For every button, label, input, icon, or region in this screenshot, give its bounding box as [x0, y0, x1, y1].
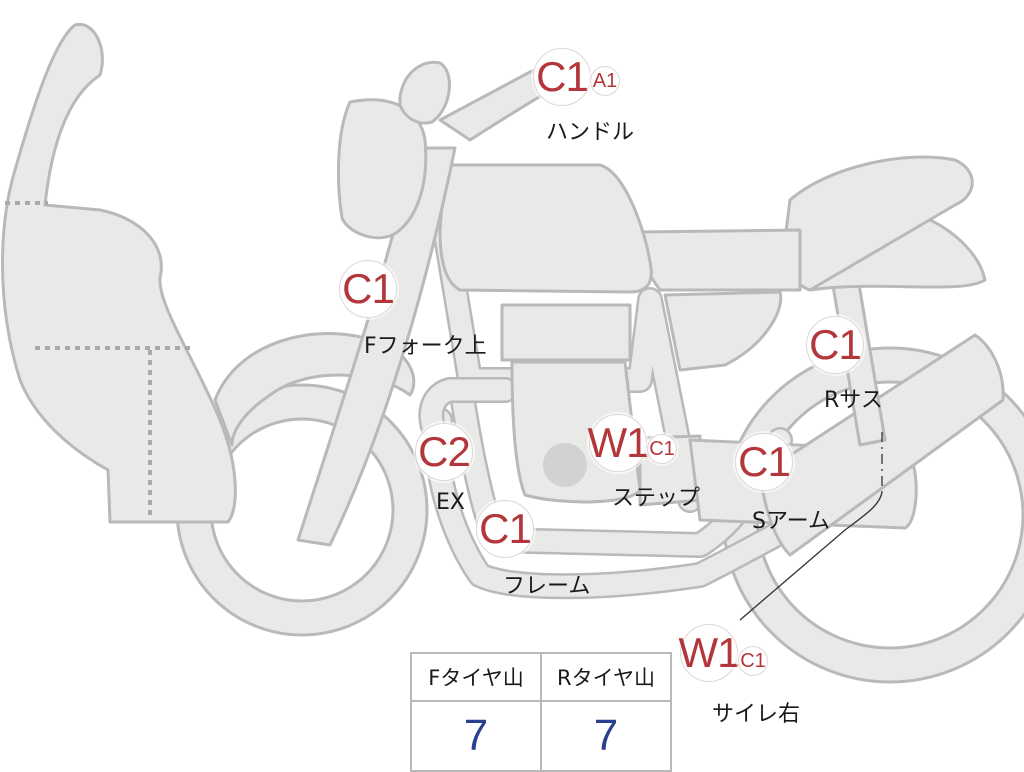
muffler — [758, 333, 1005, 557]
silencer-leader — [739, 491, 883, 621]
rsus-code-c1: C1 — [806, 316, 864, 374]
ex-label: EX — [436, 490, 465, 515]
engine-cover — [543, 443, 587, 487]
handle-code-c1: C1 — [533, 48, 591, 106]
handle-code-a1: A1 — [590, 66, 620, 96]
rear-tire-header: Rタイヤ山 — [540, 652, 672, 702]
seat-front — [638, 228, 802, 292]
sarm-label: Sアーム — [752, 509, 830, 534]
fuel-tank — [438, 163, 653, 294]
ex-code-c2: C2 — [415, 423, 473, 481]
silencer-code-w1: W1 — [679, 624, 741, 682]
front-tire-value: 7 — [410, 700, 542, 772]
ffork-code-c1: C1 — [339, 260, 397, 318]
rsus-label: Rサス — [824, 388, 883, 413]
silencer-code-c1: C1 — [738, 646, 768, 676]
frame-code-c1: C1 — [476, 500, 534, 558]
front-tire-header: Fタイヤ山 — [410, 652, 542, 702]
sarm-code-c1: C1 — [735, 433, 793, 491]
frame-label: フレーム — [503, 574, 591, 599]
silencer-label: サイレ右 — [712, 702, 801, 727]
ffork-label: Fフォーク上 — [364, 334, 487, 359]
fairing — [1, 23, 237, 524]
step-code-w1: W1 — [588, 414, 650, 472]
rear-cowl — [798, 218, 987, 292]
tire-tread-value-row: 7 7 — [410, 700, 672, 772]
side-cover — [663, 290, 783, 372]
mirror — [398, 60, 451, 125]
rear-tire-value: 7 — [540, 700, 672, 772]
tire-tread-header-row: Fタイヤ山 Rタイヤ山 — [410, 652, 672, 702]
step-code-c1: C1 — [647, 434, 677, 464]
step-label: ステップ — [612, 486, 701, 511]
engine-cylinder — [500, 303, 632, 362]
handle-label: ハンドル — [546, 120, 635, 145]
tire-tread-table: Fタイヤ山 Rタイヤ山 7 7 — [410, 652, 672, 772]
